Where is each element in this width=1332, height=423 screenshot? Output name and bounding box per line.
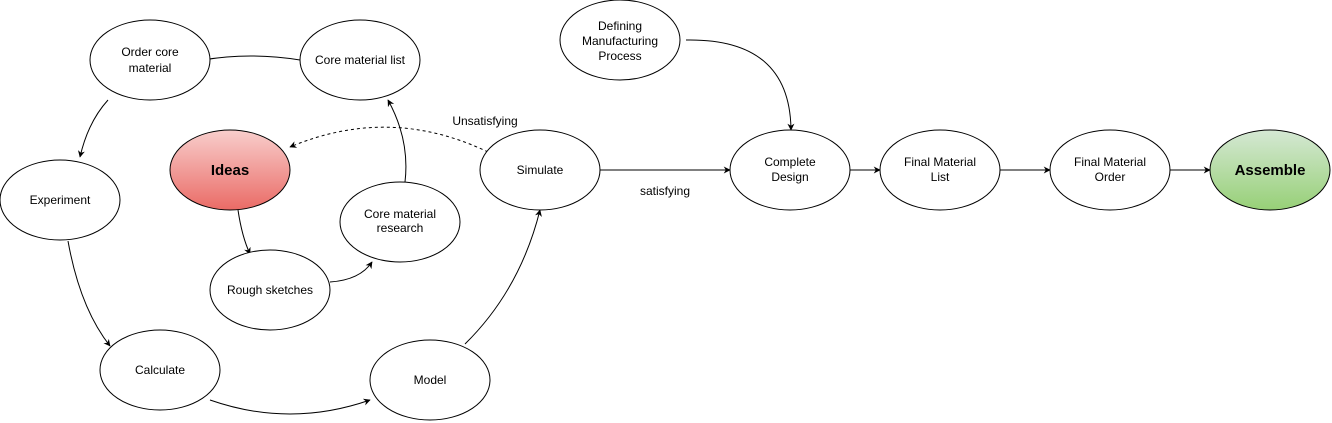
node-label: Order <box>1095 170 1126 184</box>
node-label: research <box>377 221 424 235</box>
edge-rough-to-research <box>329 261 373 283</box>
node-complete-design[interactable]: Complete Design <box>729 129 851 211</box>
node-core-material-list[interactable]: Core material list <box>299 19 421 101</box>
node-label: Manufacturing <box>582 34 658 48</box>
edge-defining-to-complete <box>685 39 795 131</box>
node-final-material-order[interactable]: Final Material Order <box>1049 129 1171 211</box>
node-label: Core material <box>364 207 436 221</box>
node-final-material-list[interactable]: Final Material List <box>879 129 1001 211</box>
node-simulate[interactable]: Simulate <box>479 129 601 211</box>
node-defining-manufacturing-process[interactable]: Defining Manufacturing Process <box>559 0 681 81</box>
edge-label-unsatisfying: Unsatisfying <box>452 114 517 128</box>
node-label: Calculate <box>135 363 185 377</box>
node-label: Core material list <box>315 53 406 67</box>
node-order-core-material[interactable]: Order core material <box>89 19 211 101</box>
node-label: Assemble <box>1235 162 1306 179</box>
edge-ideas-to-rough <box>237 209 251 255</box>
node-label: Experiment <box>30 193 91 207</box>
node-label: material <box>129 61 172 75</box>
edge-experiment-to-calculate <box>67 240 111 347</box>
node-label: Complete <box>764 155 816 169</box>
edge-corelist-to-ordercore <box>202 55 301 63</box>
edge-model-to-simulate <box>464 209 542 345</box>
edge-calculate-to-model <box>209 398 371 415</box>
node-label: Simulate <box>517 163 564 177</box>
node-label: Ideas <box>211 162 249 179</box>
edge-label-satisfying: satisfying <box>640 184 690 198</box>
node-label: Final Material <box>904 155 976 169</box>
edge-simulate-to-ideas <box>289 126 489 153</box>
edge-research-to-corelist <box>387 99 407 183</box>
node-label: List <box>931 170 950 184</box>
node-label: Rough sketches <box>227 283 313 297</box>
node-label: Model <box>414 373 447 387</box>
node-label: Order core <box>121 45 179 59</box>
node-label: Final Material <box>1074 155 1146 169</box>
node-calculate[interactable]: Calculate <box>99 329 221 411</box>
edges <box>67 39 1211 415</box>
node-ideas[interactable]: Ideas <box>169 129 291 211</box>
node-label: Defining <box>598 19 642 33</box>
node-rough-sketches[interactable]: Rough sketches <box>209 249 331 331</box>
edge-ordercore-to-experiment <box>77 99 109 158</box>
node-label: Design <box>771 170 808 184</box>
node-experiment[interactable]: Experiment <box>0 159 121 241</box>
node-core-material-research[interactable]: Core material research <box>339 181 461 263</box>
node-assemble[interactable]: Assemble <box>1209 129 1331 211</box>
node-label: Process <box>598 49 641 63</box>
node-model[interactable]: Model <box>369 339 491 421</box>
